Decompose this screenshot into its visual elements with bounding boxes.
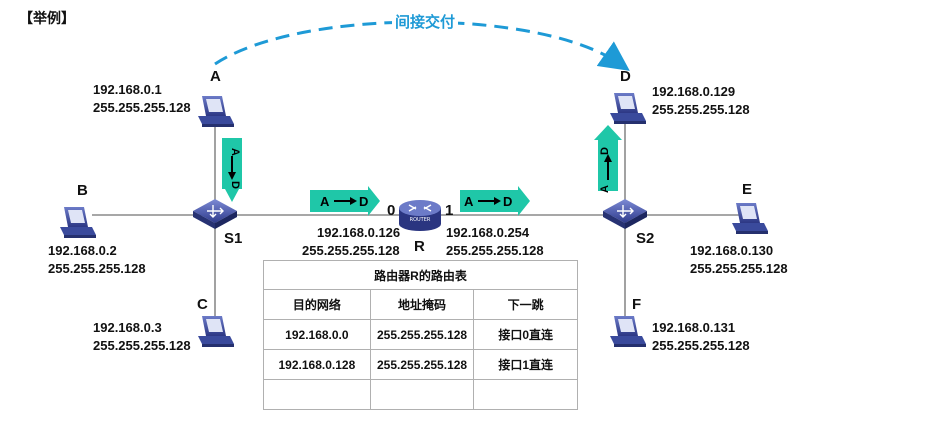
host-f-mask: 255.255.255.128 xyxy=(652,338,750,353)
host-e-mask: 255.255.255.128 xyxy=(690,261,788,276)
routing-table: 路由器R的路由表 目的网络 地址掩码 下一跳 192.168.0.0 255.2… xyxy=(263,260,578,410)
router-if1-mask: 255.255.255.128 xyxy=(446,243,544,258)
host-a-mask: 255.255.255.128 xyxy=(93,100,191,115)
cell-destination: 192.168.0.128 xyxy=(263,349,371,380)
host-c-icon xyxy=(198,316,234,347)
switch-s1-label: S1 xyxy=(224,230,243,247)
host-b-icon xyxy=(60,207,96,238)
arc-label-bg xyxy=(392,14,458,34)
table-row: 192.168.0.0 255.255.255.128 接口0直连 xyxy=(263,319,578,350)
switch-s2-label: S2 xyxy=(636,230,655,247)
flow-arrow-4: A D xyxy=(594,125,622,193)
cell-mask: 255.255.255.128 xyxy=(369,349,475,380)
cell-destination xyxy=(263,379,371,410)
svg-text:D: D xyxy=(503,194,512,209)
header-destination: 目的网络 xyxy=(263,289,371,320)
flow-arrow-1: A D xyxy=(222,138,242,202)
host-d-name: D xyxy=(620,68,631,85)
cell-mask: 255.255.255.128 xyxy=(369,319,475,350)
host-c-mask: 255.255.255.128 xyxy=(93,338,191,353)
host-e-icon xyxy=(732,203,768,234)
indirect-delivery-label: 间接交付 xyxy=(395,14,456,31)
host-a-name: A xyxy=(210,68,221,85)
host-d-mask: 255.255.255.128 xyxy=(652,102,750,117)
table-row xyxy=(263,379,578,410)
host-f-name: F xyxy=(632,296,642,313)
svg-text:A: A xyxy=(599,185,611,193)
router-if0-ip: 192.168.0.126 xyxy=(317,225,401,240)
cell-next-hop: 接口0直连 xyxy=(473,319,578,350)
svg-text:A: A xyxy=(229,148,241,156)
svg-text:D: D xyxy=(229,181,241,189)
switch-s2-icon xyxy=(602,198,648,230)
host-b-ip: 192.168.0.2 xyxy=(48,243,117,258)
host-c-name: C xyxy=(197,296,208,313)
cell-next-hop: 接口1直连 xyxy=(473,349,578,380)
host-f-icon xyxy=(610,316,646,347)
cell-mask xyxy=(369,379,475,410)
host-a-icon xyxy=(198,96,234,127)
router-port-0: 0 xyxy=(387,202,396,219)
header-next-hop: 下一跳 xyxy=(473,289,578,320)
host-c-ip: 192.168.0.3 xyxy=(93,320,162,335)
table-row: 192.168.0.128 255.255.255.128 接口1直连 xyxy=(263,349,578,380)
host-f-ip: 192.168.0.131 xyxy=(652,320,736,335)
switch-s1-icon xyxy=(192,198,238,230)
router-if0-mask: 255.255.255.128 xyxy=(302,243,400,258)
router-port-1: 1 xyxy=(445,202,454,219)
host-b-mask: 255.255.255.128 xyxy=(48,261,146,276)
router-name: R xyxy=(414,238,425,255)
host-e-ip: 192.168.0.130 xyxy=(690,243,774,258)
host-d-icon xyxy=(610,93,646,124)
router-icon: ROUTER xyxy=(399,200,441,231)
host-a-ip: 192.168.0.1 xyxy=(93,82,162,97)
flow-arrow-2: A D xyxy=(310,186,380,216)
svg-text:A: A xyxy=(320,194,330,209)
header-mask: 地址掩码 xyxy=(369,289,475,320)
router-if1-ip: 192.168.0.254 xyxy=(446,225,530,240)
flow-arrow-3: A D xyxy=(460,186,530,216)
example-label: 【举例】 xyxy=(19,10,75,26)
host-e-name: E xyxy=(742,181,753,198)
router-badge: ROUTER xyxy=(410,217,431,223)
host-b-name: B xyxy=(77,182,88,199)
cell-next-hop xyxy=(473,379,578,410)
cell-destination: 192.168.0.0 xyxy=(263,319,371,350)
routing-table-title: 路由器R的路由表 xyxy=(263,260,578,290)
host-d-ip: 192.168.0.129 xyxy=(652,84,736,99)
svg-text:A: A xyxy=(464,194,474,209)
svg-text:D: D xyxy=(359,194,368,209)
svg-text:D: D xyxy=(599,147,611,155)
